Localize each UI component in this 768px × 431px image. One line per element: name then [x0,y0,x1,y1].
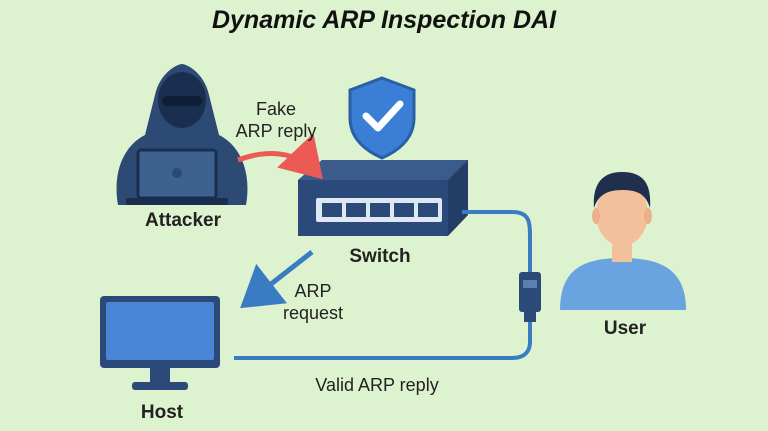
shield-check-icon [348,76,416,160]
arp-request-arrow [240,250,314,309]
user-to-host-cable [234,322,532,360]
fake-arp-reply-line2: ARP reply [235,121,317,141]
valid-arp-reply-label: Valid ARP reply [315,375,439,395]
host-label: Host [140,402,184,423]
attacker-icon [116,64,248,205]
switch-to-user-cable [462,210,532,272]
arp-request-label: ARP request [268,280,358,324]
user-icon [560,172,686,310]
fake-arp-reply-line1: Fake [255,99,297,119]
arp-request-line2: request [282,303,344,323]
switch-icon [298,160,468,236]
fake-arp-reply-label: Fake ARP reply [226,98,326,142]
arp-request-line1: ARP [294,281,332,301]
ethernet-plug-icon [519,272,541,322]
diagram-title: Dynamic ARP Inspection DAI [211,6,557,34]
switch-label: Switch [349,246,411,267]
host-monitor-icon [100,296,220,390]
user-label: User [603,318,647,339]
fake-arp-reply-arrow [237,133,323,180]
attacker-label: Attacker [144,210,222,231]
